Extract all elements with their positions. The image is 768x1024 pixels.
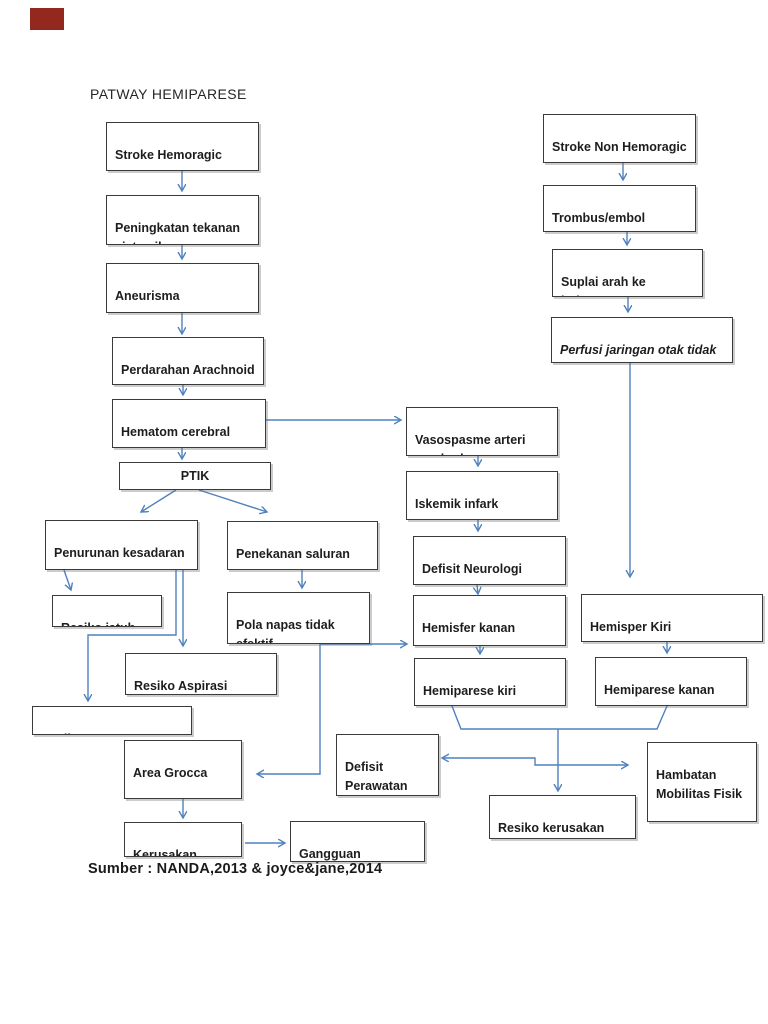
box-label: Defisit Perawatan Diri	[345, 760, 408, 793]
box-label: Stroke Non Hemoragic	[552, 140, 687, 154]
box-label: Penurunan kesadaran	[54, 546, 185, 560]
box-label: Pola napas tidak efektif	[236, 618, 335, 644]
gangguan-komunikasi-box: Gangguan Komunikasi Verbal	[290, 821, 425, 862]
box-label: Hemiparese kiri	[423, 684, 517, 698]
hambatan-mobilitas-box: Hambatan Mobilitas Fisik	[647, 742, 757, 822]
resiko-trauma-box: Resiko Trauma	[32, 706, 192, 735]
box-label: Hambatan Mobilitas Fisik	[656, 768, 743, 801]
box-label: Vasospasme arteri cerebral	[415, 433, 526, 455]
box-label: Hemisfer kanan	[422, 621, 516, 635]
penurunan-kesadaran-box: Penurunan kesadaran	[45, 520, 198, 570]
penekanan-saluran-box: Penekanan saluran pernapasan	[227, 521, 378, 570]
suplai-arah-box: Suplai arah ke jaringan cerebral tidak a…	[552, 249, 703, 297]
area-grocca-box: Area Grocca	[124, 740, 242, 799]
hemisper-kiri-box: Hemisper Kiri	[581, 594, 763, 642]
box-label: Perfusi jaringan otak tidak adekuat	[560, 343, 717, 357]
box-label: Suplai arah ke jaringan cerebral tidak a…	[561, 275, 646, 296]
source-citation: Sumber : NANDA,2013 & joyce&jane,2014	[88, 861, 383, 877]
line-hemiparese-bus	[451, 705, 668, 730]
perfusi-jaringan-box: Perfusi jaringan otak tidak adekuat	[551, 317, 733, 363]
box-label: Resiko kerusakan integritas kulit	[498, 821, 605, 835]
arrow-penurunan-to-resiko-jatuh	[63, 569, 71, 590]
peningkatan-tekanan-box: Peningkatan tekanan sistemik	[106, 195, 259, 245]
hematom-cerebral-box: Hematom cerebral	[112, 399, 266, 448]
ptik-box: PTIK	[119, 462, 271, 490]
defisit-perawatan-box: Defisit Perawatan Diri	[336, 734, 439, 796]
box-label: Resiko Aspirasi	[134, 679, 228, 693]
aneurisma-box: Aneurisma	[106, 263, 259, 313]
resiko-aspirasi-box: Resiko Aspirasi	[125, 653, 277, 695]
box-label: Iskemik infark	[415, 497, 499, 511]
box-label: Perdarahan Arachnoid	[121, 363, 255, 377]
stroke-non-hemoragic-box: Stroke Non Hemoragic	[543, 114, 696, 163]
box-label: Peningkatan tekanan sistemik	[115, 221, 241, 244]
arrow-ptik-to-penekanan	[198, 489, 267, 512]
defisit-neurologi-box: Defisit Neurologi	[413, 536, 566, 585]
red-marker	[30, 8, 64, 30]
box-label: Hematom cerebral	[121, 425, 231, 439]
stroke-hemoragic-box: Stroke Hemoragic	[106, 122, 259, 171]
box-label: Kerusakan fungsi N.VII	[133, 848, 197, 857]
box-label: Gangguan Komunikasi Verbal	[299, 847, 361, 861]
box-label: Resiko jatuh	[61, 621, 135, 626]
hemiparese-kanan-box: Hemiparese kanan	[595, 657, 747, 706]
hemisfer-kanan-box: Hemisfer kanan	[413, 595, 566, 646]
arrow-defisit-to-hemisfer-kanan	[477, 584, 478, 594]
box-label: Hemisper Kiri	[590, 620, 672, 634]
hemiparese-kiri-box: Hemiparese kiri	[414, 658, 566, 706]
trombus-embol-box: Trombus/embol	[543, 185, 696, 232]
page-title: PATWAY HEMIPARESE	[90, 86, 247, 102]
resiko-jatuh-box: Resiko jatuh	[52, 595, 162, 627]
arrow-ptik-to-penurunan	[141, 489, 177, 512]
box-label: Area Grocca	[133, 766, 208, 780]
resiko-integritas-box: Resiko kerusakan integritas kulit	[489, 795, 636, 839]
perdarahan-arachnoid-box: Perdarahan Arachnoid	[112, 337, 264, 385]
kerusakan-fungsi-box: Kerusakan fungsi N.VII	[124, 822, 242, 857]
arrow-defisit-perawatan-hambatan	[442, 758, 628, 765]
box-label: Hemiparese kanan	[604, 683, 715, 697]
pola-napas-box: Pola napas tidak efektif	[227, 592, 370, 644]
box-label: Trombus/embol	[552, 211, 646, 225]
vasospasme-arteri-box: Vasospasme arteri cerebral	[406, 407, 558, 456]
iskemik-infark-box: Iskemik infark	[406, 471, 558, 520]
box-label: PTIK	[180, 468, 210, 483]
box-label: Defisit Neurologi	[422, 562, 523, 576]
box-label: Resiko Trauma	[41, 732, 130, 734]
box-label: Aneurisma	[115, 289, 180, 303]
box-label: Penekanan saluran pernapasan	[236, 547, 350, 569]
box-label: Stroke Hemoragic	[115, 148, 222, 162]
